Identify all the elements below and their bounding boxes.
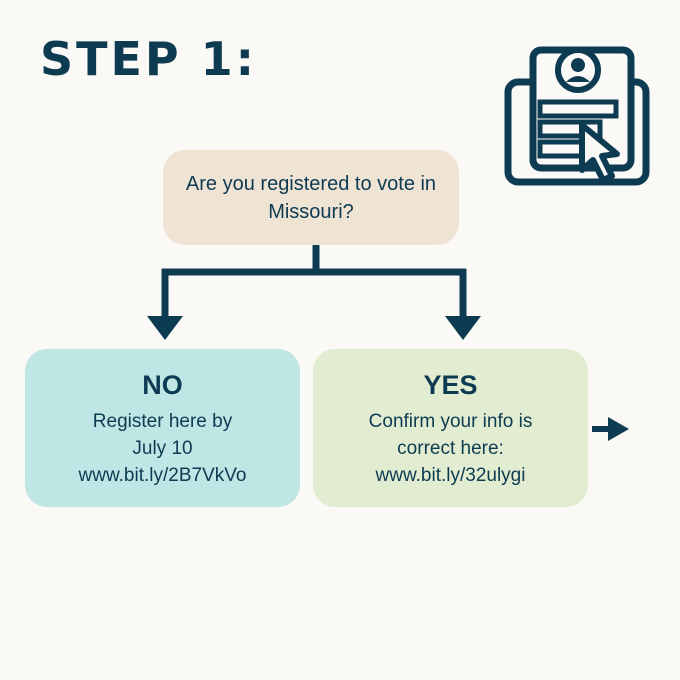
yes-line-1: Confirm your info is — [368, 410, 533, 432]
yes-confirm-link[interactable]: www.bit.ly/32ulygi — [375, 464, 526, 486]
voter-registration-card-icon — [504, 46, 650, 186]
arrow-down-no-icon — [147, 316, 183, 340]
page-title: STEP 1: — [40, 32, 258, 86]
arrow-right-icon — [592, 417, 629, 441]
question-text: Are you registered to vote in Missouri? — [185, 172, 437, 223]
branch-connector — [161, 245, 467, 318]
yes-option-box: YES Confirm your info is correct here: w… — [313, 349, 588, 507]
no-line-1: Register here by — [92, 410, 233, 432]
yes-label: YES — [423, 369, 478, 400]
no-option-box: NO Register here by July 10 www.bit.ly/2… — [25, 349, 300, 507]
yes-line-2: correct here: — [397, 437, 504, 459]
question-box: Are you registered to vote in Missouri? — [163, 150, 459, 245]
arrow-down-yes-icon — [445, 316, 481, 340]
no-line-2: July 10 — [132, 437, 193, 459]
no-label: NO — [142, 369, 183, 400]
no-register-link[interactable]: www.bit.ly/2B7VkVo — [78, 464, 247, 486]
